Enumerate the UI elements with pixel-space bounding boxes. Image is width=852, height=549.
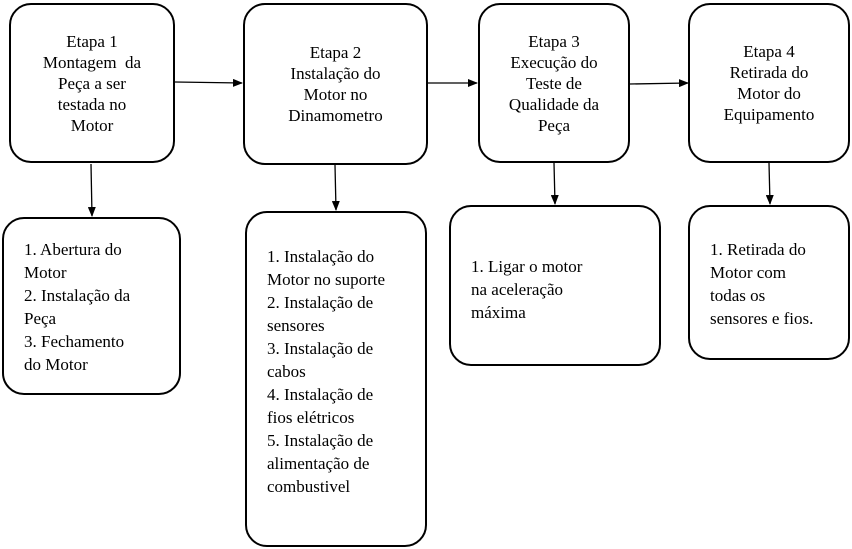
stage-1-line: Montagem da <box>42 52 142 72</box>
stage-2-line: Motor no <box>303 85 368 104</box>
stage-1-box: Etapa 1 Montagem da Peça a ser testada n… <box>9 3 175 163</box>
stage-4-line: Motor do <box>737 84 801 103</box>
stage-3-line: Etapa 3 <box>528 31 580 51</box>
stage-2-box: Etapa 2 Instalação do Motor no Dinamomet… <box>243 3 428 165</box>
detail-3-box: 1. Ligar o motor na aceleração máxima <box>449 205 661 366</box>
detail-4-line: 1. Retirada do <box>710 240 806 259</box>
arrow-stage1-to-stage2 <box>174 78 243 87</box>
stage-4-text: Etapa 4 Retirada do Motor do Equipamento <box>724 41 815 125</box>
arrow-stage4-to-detail4 <box>765 162 774 205</box>
detail-4-box: 1. Retirada do Motor com todas os sensor… <box>688 205 850 360</box>
detail-2-line: fios elétricos <box>267 408 355 427</box>
detail-2-line: cabos <box>267 362 306 381</box>
stage-2-line: Etapa 2 <box>309 43 362 62</box>
stage-1-line: testada no <box>57 94 127 114</box>
detail-2-line: 4. Instalação de <box>267 385 374 404</box>
detail-1-line: 3. Fechamento <box>24 332 125 351</box>
detail-1-line: Peça <box>24 309 57 328</box>
detail-2-line: Motor no suporte <box>267 270 386 289</box>
detail-1-box: 1. Abertura do Motor 2. Instalação da Pe… <box>2 217 181 395</box>
stage-1-text: Etapa 1 Montagem da Peça a ser testada n… <box>43 31 141 136</box>
detail-3-line: máxima <box>471 303 526 322</box>
detail-2-line: sensores <box>267 316 325 335</box>
stage-3-line: Qualidade da <box>508 94 600 114</box>
stage-2-text: Etapa 2 Instalação do Motor no Dinamomet… <box>288 42 382 126</box>
detail-2-box: 1. Instalação do Motor no suporte 2. Ins… <box>245 211 427 547</box>
stage-3-line: Peça <box>537 115 571 135</box>
detail-1-line: 2. Instalação da <box>24 286 131 305</box>
detail-2-line: combustivel <box>267 477 351 496</box>
detail-1-line: Motor <box>24 263 67 282</box>
stage-2-line: Instalação do <box>290 64 381 83</box>
stage-3-line: Teste de <box>526 73 582 93</box>
stage-1-line: Etapa 1 <box>66 31 118 51</box>
stage-4-box: Etapa 4 Retirada do Motor do Equipamento <box>688 3 850 163</box>
detail-4-line: sensores e fios. <box>710 309 814 328</box>
arrow-stage3-to-stage4 <box>629 79 689 88</box>
detail-2-line: alimentação de <box>267 454 370 473</box>
detail-1-line: do Motor <box>24 355 88 374</box>
detail-2-line: 3. Instalação de <box>267 339 374 358</box>
detail-3-line: na aceleração <box>471 280 563 299</box>
stage-1-line: Motor <box>70 115 114 135</box>
stage-3-text: Etapa 3 Execução do Teste de Qualidade d… <box>509 31 599 136</box>
stage-4-line: Retirada do <box>729 63 809 82</box>
arrow-stage3-to-detail3 <box>550 162 559 205</box>
detail-4-line: todas os <box>710 286 766 305</box>
detail-4-line: Motor com <box>710 263 787 282</box>
detail-2-line: 5. Instalação de <box>267 431 374 450</box>
detail-2-line: 1. Instalação do <box>267 247 375 266</box>
detail-2-line: 2. Instalação de <box>267 293 374 312</box>
detail-1-line: 1. Abertura do <box>24 240 122 259</box>
stage-4-line: Equipamento <box>723 105 815 124</box>
stage-2-line: Dinamometro <box>288 106 383 125</box>
stage-4-line: Etapa 4 <box>743 42 795 61</box>
stage-1-line: Peça a ser <box>58 73 126 93</box>
stage-3-box: Etapa 3 Execução do Teste de Qualidade d… <box>478 3 630 163</box>
detail-3-line: 1. Ligar o motor <box>471 257 583 276</box>
arrow-stage2-to-detail2 <box>331 164 340 211</box>
stage-3-line: Execução do <box>510 52 598 72</box>
arrow-stage1-to-detail1 <box>87 163 96 217</box>
